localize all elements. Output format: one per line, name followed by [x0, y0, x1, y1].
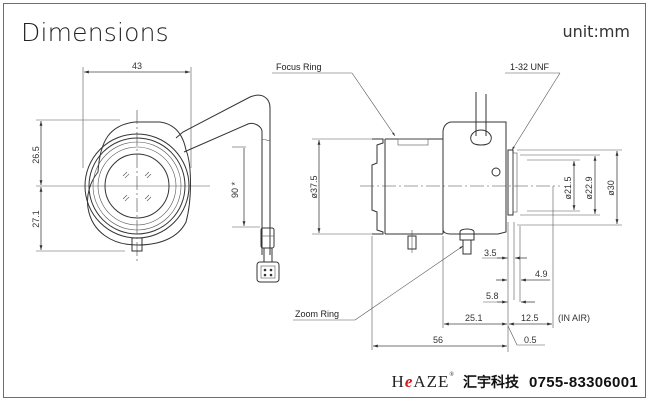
- cable-break: [261, 139, 271, 141]
- focus-ring-grip: [397, 138, 429, 146]
- dim-5-8: 5.8: [486, 291, 499, 301]
- connector-plug: [256, 261, 280, 283]
- screw-hole: [491, 167, 501, 177]
- zoom-ring-leader: [354, 245, 464, 321]
- page-title: Dimensions: [21, 18, 169, 47]
- dim-22-9: ø22.9: [584, 176, 594, 199]
- focus-ring-leader: [351, 72, 396, 137]
- company-name: 汇宇科技: [462, 375, 519, 391]
- dim-37-5: ø37.5: [309, 175, 319, 198]
- mount-thread: [512, 152, 518, 213]
- connector-face: [260, 265, 276, 279]
- connector-boot: [260, 227, 275, 249]
- rear-body: [442, 121, 507, 235]
- mount-flange: [507, 149, 514, 216]
- dim-4-9: 4.9: [535, 269, 548, 279]
- mount-leader: [511, 72, 561, 151]
- dim-0-5-leader: [507, 325, 545, 346]
- dim-12-5: 12.5: [521, 313, 539, 323]
- footer-brand: HeAZE® 汇宇科技 0755-83306001: [392, 372, 638, 392]
- zoom-knob-base: [459, 228, 475, 241]
- drawing-frame: [3, 3, 646, 398]
- phone-number: 0755-83306001: [528, 373, 638, 391]
- dim-27-1: 27.1: [31, 210, 41, 228]
- mount-label: 1-32 UNF: [510, 62, 550, 72]
- cable-grommet: [470, 129, 492, 146]
- front-ring: [371, 138, 384, 235]
- focus-ring-label: Focus Ring: [276, 62, 322, 72]
- dim-56: 56: [433, 335, 443, 345]
- dim-0-5: 0.5: [524, 335, 537, 345]
- dim-26-5: 26.5: [31, 146, 41, 164]
- side-view: ø37.5 ø21.5 ø22.9 ø30: [272, 62, 622, 352]
- dim-43: 43: [132, 61, 142, 71]
- cable-outer: [175, 94, 271, 255]
- lens-housing: [87, 121, 191, 246]
- in-air-note: (IN AIR): [558, 313, 590, 323]
- dim-21-5: ø21.5: [563, 176, 573, 199]
- glass-hatch: [122, 171, 152, 202]
- dim-30: ø30: [606, 180, 616, 196]
- dim-3-5: 3.5: [484, 248, 497, 258]
- dim-25-1: 25.1: [465, 313, 483, 323]
- unit-label: unit:mm: [562, 22, 630, 41]
- zoom-ring-label: Zoom Ring: [295, 309, 339, 319]
- haze-logo: HeAZE®: [391, 372, 455, 391]
- side-cable: [475, 92, 487, 136]
- cable-inner: [183, 123, 263, 255]
- front-view: 43 26.5 27.1 90 *: [31, 61, 280, 283]
- zoom-knob: [131, 237, 143, 252]
- dim-90: 90 *: [230, 181, 240, 198]
- zoom-knob: [462, 239, 472, 255]
